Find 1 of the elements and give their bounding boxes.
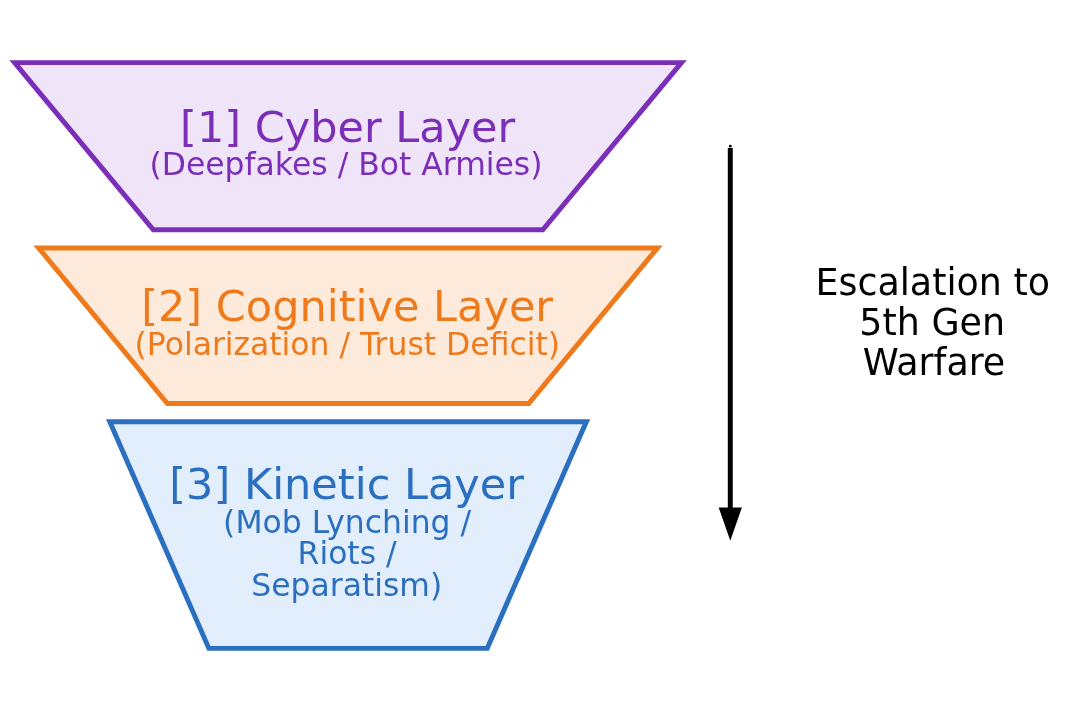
label: Escalation to 5th Gen Warfare bbox=[815, 260, 1050, 384]
